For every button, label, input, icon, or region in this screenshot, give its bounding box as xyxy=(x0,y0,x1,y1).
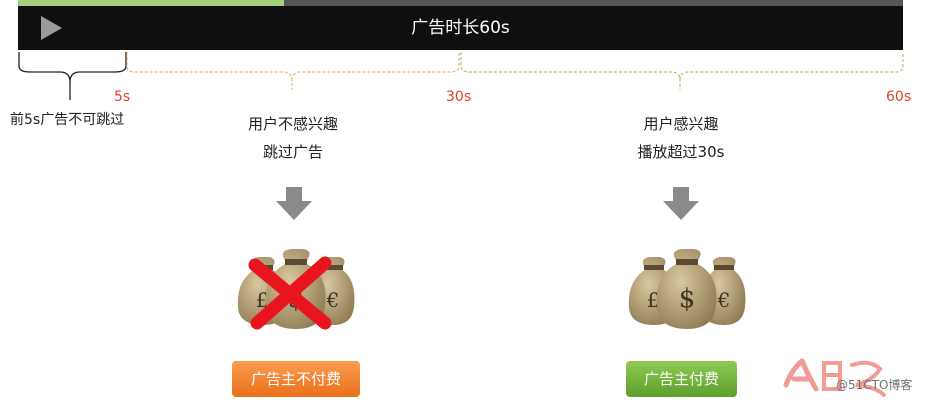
svg-text:$: $ xyxy=(679,284,696,314)
right-line-1: 用户感兴趣 xyxy=(643,115,719,133)
advertiser-not-pay-button[interactable]: 广告主不付费 xyxy=(232,361,360,397)
mark-30s: 30s xyxy=(446,89,472,105)
progress-track xyxy=(18,0,903,6)
down-arrow-icon xyxy=(276,187,312,220)
watermark-text: @51CTO博客 xyxy=(836,378,913,392)
money-bags-icon: £ € $ xyxy=(628,249,746,329)
brace-0-5s xyxy=(18,52,127,100)
svg-text:€: € xyxy=(717,288,731,312)
watermark-logo xyxy=(783,358,886,397)
left-line-1: 用户不感兴趣 xyxy=(247,115,338,133)
play-icon[interactable] xyxy=(38,14,64,42)
left-line-2: 跳过广告 xyxy=(262,143,323,161)
brace-30-60s xyxy=(460,52,904,90)
mark-60s: 60s xyxy=(886,89,912,105)
svg-text:£: £ xyxy=(647,288,660,312)
left-branch-description: 用户不感兴趣 跳过广告 xyxy=(233,112,353,164)
mark-5s: 5s xyxy=(114,89,131,105)
money-bags-crossed-icon: £ € $ xyxy=(237,249,355,330)
progress-fill xyxy=(18,0,284,6)
timeline-braces xyxy=(18,52,904,100)
ad-duration-title: 广告时长60s xyxy=(411,18,510,38)
player-bar xyxy=(18,6,903,50)
svg-text:£: £ xyxy=(256,288,269,312)
right-branch-description: 用户感兴趣 播放超过30s xyxy=(616,112,746,164)
advertiser-pay-button[interactable]: 广告主付费 xyxy=(626,361,737,397)
svg-text:€: € xyxy=(326,288,340,312)
unskippable-caption: 前5s广告不可跳过 xyxy=(10,112,125,128)
right-line-2: 播放超过30s xyxy=(637,143,725,161)
down-arrow-icon xyxy=(663,187,699,220)
brace-5-30s xyxy=(126,52,460,90)
